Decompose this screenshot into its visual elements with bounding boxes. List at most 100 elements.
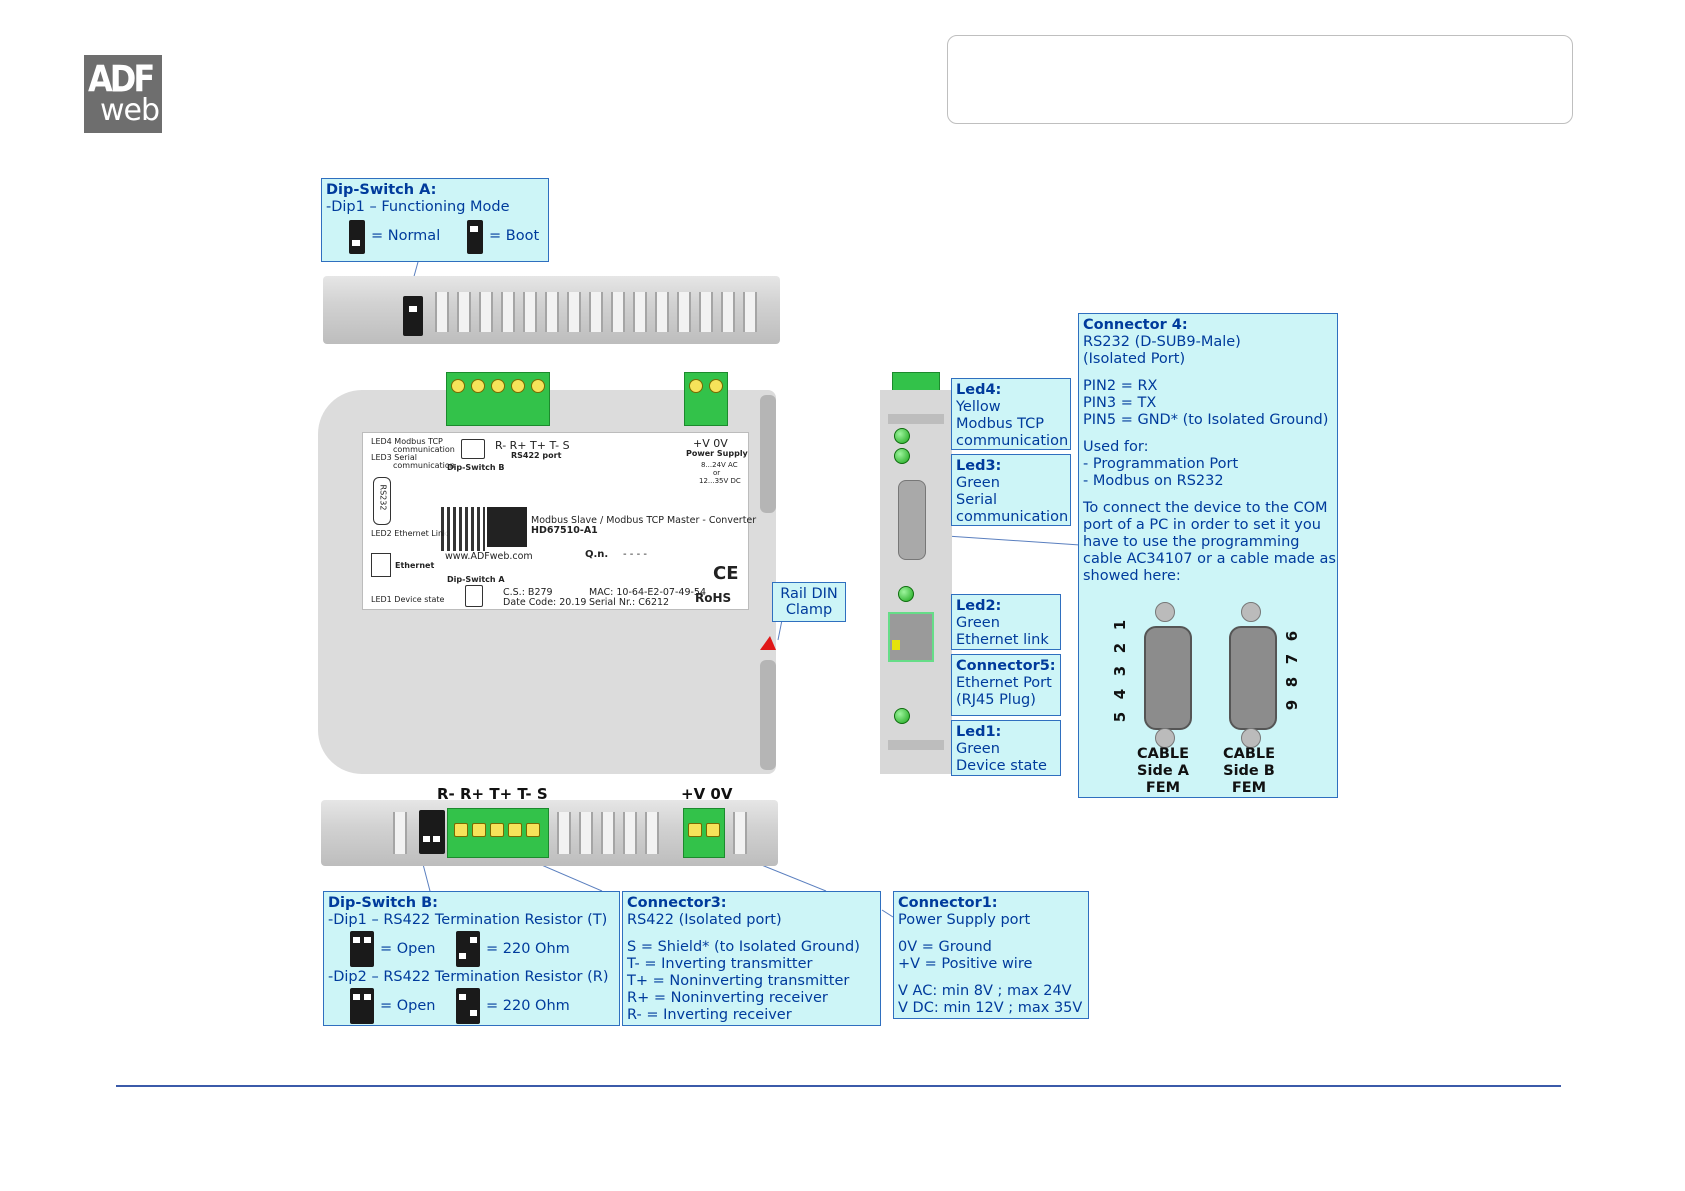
- label-ethernet-port-icon: [371, 553, 391, 577]
- qr-code-icon: [441, 507, 485, 551]
- led4-callout: Led4: Yellow Modbus TCP communication: [951, 378, 1071, 450]
- side-rj45-connector-icon: [888, 612, 934, 662]
- led3-line1: Green: [956, 475, 1000, 491]
- rohs-mark: RoHS: [695, 591, 732, 605]
- device-side-view: [880, 390, 952, 774]
- label-rs232-connector-icon: [373, 477, 391, 525]
- label-qn-value: - - - -: [623, 549, 647, 560]
- connector4-use2: - Modbus on RS232: [1083, 473, 1224, 489]
- screw-a-top-icon: [1155, 602, 1175, 622]
- label-qn: Q.n.: [585, 549, 609, 560]
- dip-b1-open-icon: [350, 931, 374, 967]
- label-rs232: RS232: [378, 484, 388, 511]
- cable-b-line1: CABLE: [1222, 746, 1276, 762]
- power-terminal-block-front: [684, 372, 728, 426]
- cable-a-line3: FEM: [1145, 780, 1181, 796]
- dip-switch-a-title: Dip-Switch A:: [326, 182, 437, 198]
- dip-b1-220-label: = 220 Ohm: [486, 941, 570, 957]
- dip-b1-open-label: = Open: [380, 941, 436, 957]
- connector1-vac: V AC: min 8V ; max 24V: [898, 983, 1072, 999]
- label-led3: LED3 Serial: [371, 453, 417, 462]
- led1-line1: Green: [956, 741, 1000, 757]
- bottom-power-pin-labels: +V 0V: [681, 785, 733, 803]
- ce-mark: CE: [713, 563, 739, 584]
- led4-line2: Modbus TCP: [956, 416, 1045, 432]
- label-led3b: communication: [393, 461, 455, 470]
- label-mac: MAC: 10-64-E2-07-49-54: [589, 587, 707, 598]
- top-dip-switch-a-icon: [403, 296, 423, 336]
- rs422-terminal-block-front: [446, 372, 550, 426]
- pin-label-b-8: 8: [1283, 676, 1302, 688]
- pin-label-a-2: 2: [1111, 642, 1130, 654]
- connector5-title: Connector5:: [956, 658, 1056, 674]
- bottom-rs422-terminal: [447, 808, 549, 858]
- dip-switch-b-title: Dip-Switch B:: [328, 895, 438, 911]
- device-label-plate: LED4 Modbus TCP communication LED3 Seria…: [362, 432, 756, 610]
- dip-boot-icon: [467, 220, 483, 254]
- connector3-rp: R+ = Noninverting receiver: [627, 990, 828, 1006]
- dip-b2-220-icon: [456, 988, 480, 1024]
- label-ethernet: Ethernet: [395, 561, 435, 570]
- led4-line3: communication: [956, 433, 1069, 449]
- device-bottom-view: [321, 800, 778, 866]
- connector3-rm: R- = Inverting receiver: [627, 1007, 792, 1023]
- dip-a-normal-label: = Normal: [371, 228, 441, 244]
- led3-line3: communication: [956, 509, 1069, 525]
- label-rs422-pins: R- R+ T+ T- S: [495, 439, 570, 452]
- connector1-pos: +V = Positive wire: [898, 956, 1033, 972]
- label-led2: LED2 Ethernet Link: [371, 529, 448, 538]
- logo-text-adf: ADF: [88, 57, 155, 101]
- connector3-line1: RS422 (Isolated port): [627, 912, 782, 928]
- led2-line2: Ethernet link: [956, 632, 1049, 648]
- label-dipb: Dip-Switch B: [447, 463, 505, 472]
- led4-title: Led4:: [956, 382, 1002, 398]
- connector4-callout: Connector 4: RS232 (D-SUB9-Male) (Isolat…: [1078, 313, 1338, 798]
- connector1-gnd: 0V = Ground: [898, 939, 992, 955]
- connector4-line1: RS232 (D-SUB9-Male): [1083, 334, 1241, 350]
- footer-divider: [116, 1085, 1561, 1087]
- connector4-used-for: Used for:: [1083, 439, 1149, 455]
- dip-switch-a-callout: Dip-Switch A: -Dip1 – Functioning Mode =…: [321, 178, 549, 262]
- connector3-title: Connector3:: [627, 895, 727, 911]
- connector4-desc5: showed here:: [1083, 568, 1181, 584]
- dip-switch-a-line1: -Dip1 – Functioning Mode: [326, 199, 510, 215]
- label-dip-a-icon: [465, 585, 483, 607]
- housing-slot-top: [760, 395, 776, 513]
- connector3-tp: T+ = Noninverting transmitter: [627, 973, 850, 989]
- connector4-desc2: port of a PC in order to set it you: [1083, 517, 1321, 533]
- pin-label-b-6: 6: [1283, 630, 1302, 642]
- adfweb-logo: ADF web: [84, 55, 162, 133]
- connector3-s: S = Shield* (to Isolated Ground): [627, 939, 860, 955]
- led2-title: Led2:: [956, 598, 1002, 614]
- led1-line2: Device state: [956, 758, 1047, 774]
- label-datecode: Date Code: 20.19: [503, 597, 587, 608]
- label-ps-ac: 8...24V AC: [701, 461, 738, 469]
- led2-callout: Led2: Green Ethernet link: [951, 594, 1061, 650]
- connector4-pin5: PIN5 = GND* (to Isolated Ground): [1083, 412, 1329, 428]
- pin-label-b-7: 7: [1283, 653, 1302, 665]
- connector1-vdc: V DC: min 12V ; max 35V: [898, 1000, 1083, 1016]
- label-ps-or: or: [713, 469, 721, 477]
- cable-side-b-label: CABLE Side B FEM: [1209, 746, 1289, 797]
- cable-a-line1: CABLE: [1136, 746, 1190, 762]
- pin-label-a-3: 3: [1111, 665, 1130, 677]
- side-led4-icon: [894, 428, 910, 444]
- connector1-callout: Connector1: Power Supply port 0V = Groun…: [893, 891, 1089, 1019]
- dip-b2-220-label: = 220 Ohm: [486, 998, 570, 1014]
- device-top-view: [323, 276, 780, 344]
- label-rs422-port: RS422 port: [511, 451, 562, 460]
- rail-clamp-tab-icon: [760, 636, 776, 650]
- led2-line1: Green: [956, 615, 1000, 631]
- connector5-line2: (RJ45 Plug): [956, 692, 1036, 708]
- bottom-dip-switch-b-icon: [419, 810, 445, 854]
- side-led1-icon: [894, 708, 910, 724]
- label-power-pins: +V 0V: [693, 437, 728, 450]
- side-led2-icon: [898, 586, 914, 602]
- led3-line2: Serial: [956, 492, 998, 508]
- connector3-callout: Connector3: RS422 (Isolated port) S = Sh…: [622, 891, 881, 1026]
- dip-a-boot-label: = Boot: [489, 228, 540, 244]
- pin-label-a-1: 1: [1111, 619, 1130, 631]
- label-led4b: communication: [393, 445, 455, 454]
- rail-din-line2: Clamp: [785, 602, 833, 618]
- dip-b2-open-icon: [350, 988, 374, 1024]
